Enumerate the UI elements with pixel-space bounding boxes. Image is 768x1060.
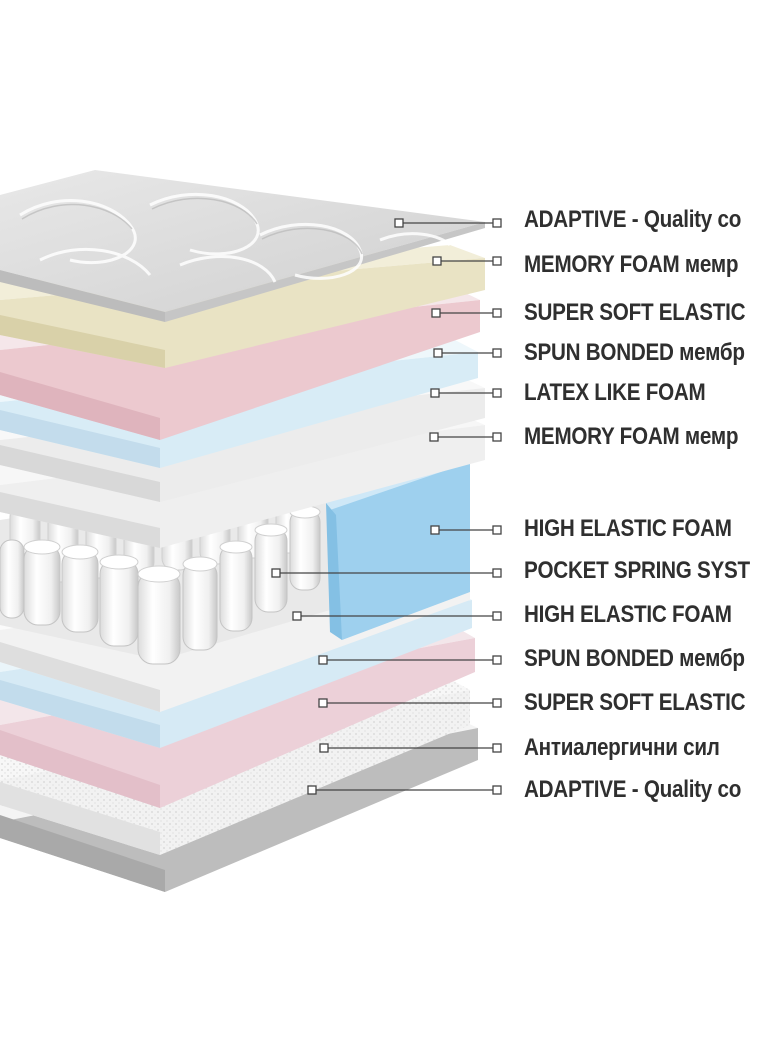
leader-line-8 bbox=[271, 568, 502, 578]
leader-line-1 bbox=[394, 218, 502, 228]
leader-line-4 bbox=[433, 348, 502, 358]
leader-line-6 bbox=[429, 432, 502, 442]
label-high-elastic-foam-2: HIGH ELASTIC FOAM bbox=[524, 601, 732, 628]
leader-line-3 bbox=[431, 308, 502, 318]
label-adaptive-top: ADAPTIVE - Quality co bbox=[524, 206, 742, 233]
leader-line-7 bbox=[430, 525, 502, 535]
label-super-soft-elastic-1: SUPER SOFT ELASTIC bbox=[524, 299, 746, 326]
label-spun-bonded-1: SPUN BONDED мембр bbox=[524, 339, 745, 366]
label-spun-bonded-2: SPUN BONDED мембр bbox=[524, 645, 745, 672]
label-pocket-spring-system: POCKET SPRING SYST bbox=[524, 557, 750, 584]
layer-top-quilted-cover bbox=[0, 170, 485, 322]
spring-caps bbox=[23, 505, 321, 583]
leader-line-12 bbox=[319, 743, 502, 753]
label-antiallergic-silicone: Антиалергични сил bbox=[524, 734, 720, 761]
label-super-soft-elastic-2: SUPER SOFT ELASTIC bbox=[524, 689, 746, 716]
label-adaptive-bottom: ADAPTIVE - Quality co bbox=[524, 776, 742, 803]
label-memory-foam-2: MEMORY FOAM мемр bbox=[524, 423, 739, 450]
leader-line-11 bbox=[318, 698, 502, 708]
spring-row-front bbox=[0, 509, 321, 665]
quilt-pattern-shadow bbox=[21, 197, 363, 255]
leader-line-9 bbox=[292, 611, 502, 621]
leader-lines bbox=[271, 218, 502, 795]
label-latex-like-foam: LATEX LIKE FOAM bbox=[524, 379, 706, 406]
label-high-elastic-foam-1: HIGH ELASTIC FOAM bbox=[524, 515, 732, 542]
leader-line-5 bbox=[430, 388, 502, 398]
leader-line-2 bbox=[432, 256, 502, 266]
leader-line-10 bbox=[318, 655, 502, 665]
leader-line-13 bbox=[307, 785, 502, 795]
label-memory-foam-1: MEMORY FOAM мемр bbox=[524, 251, 739, 278]
